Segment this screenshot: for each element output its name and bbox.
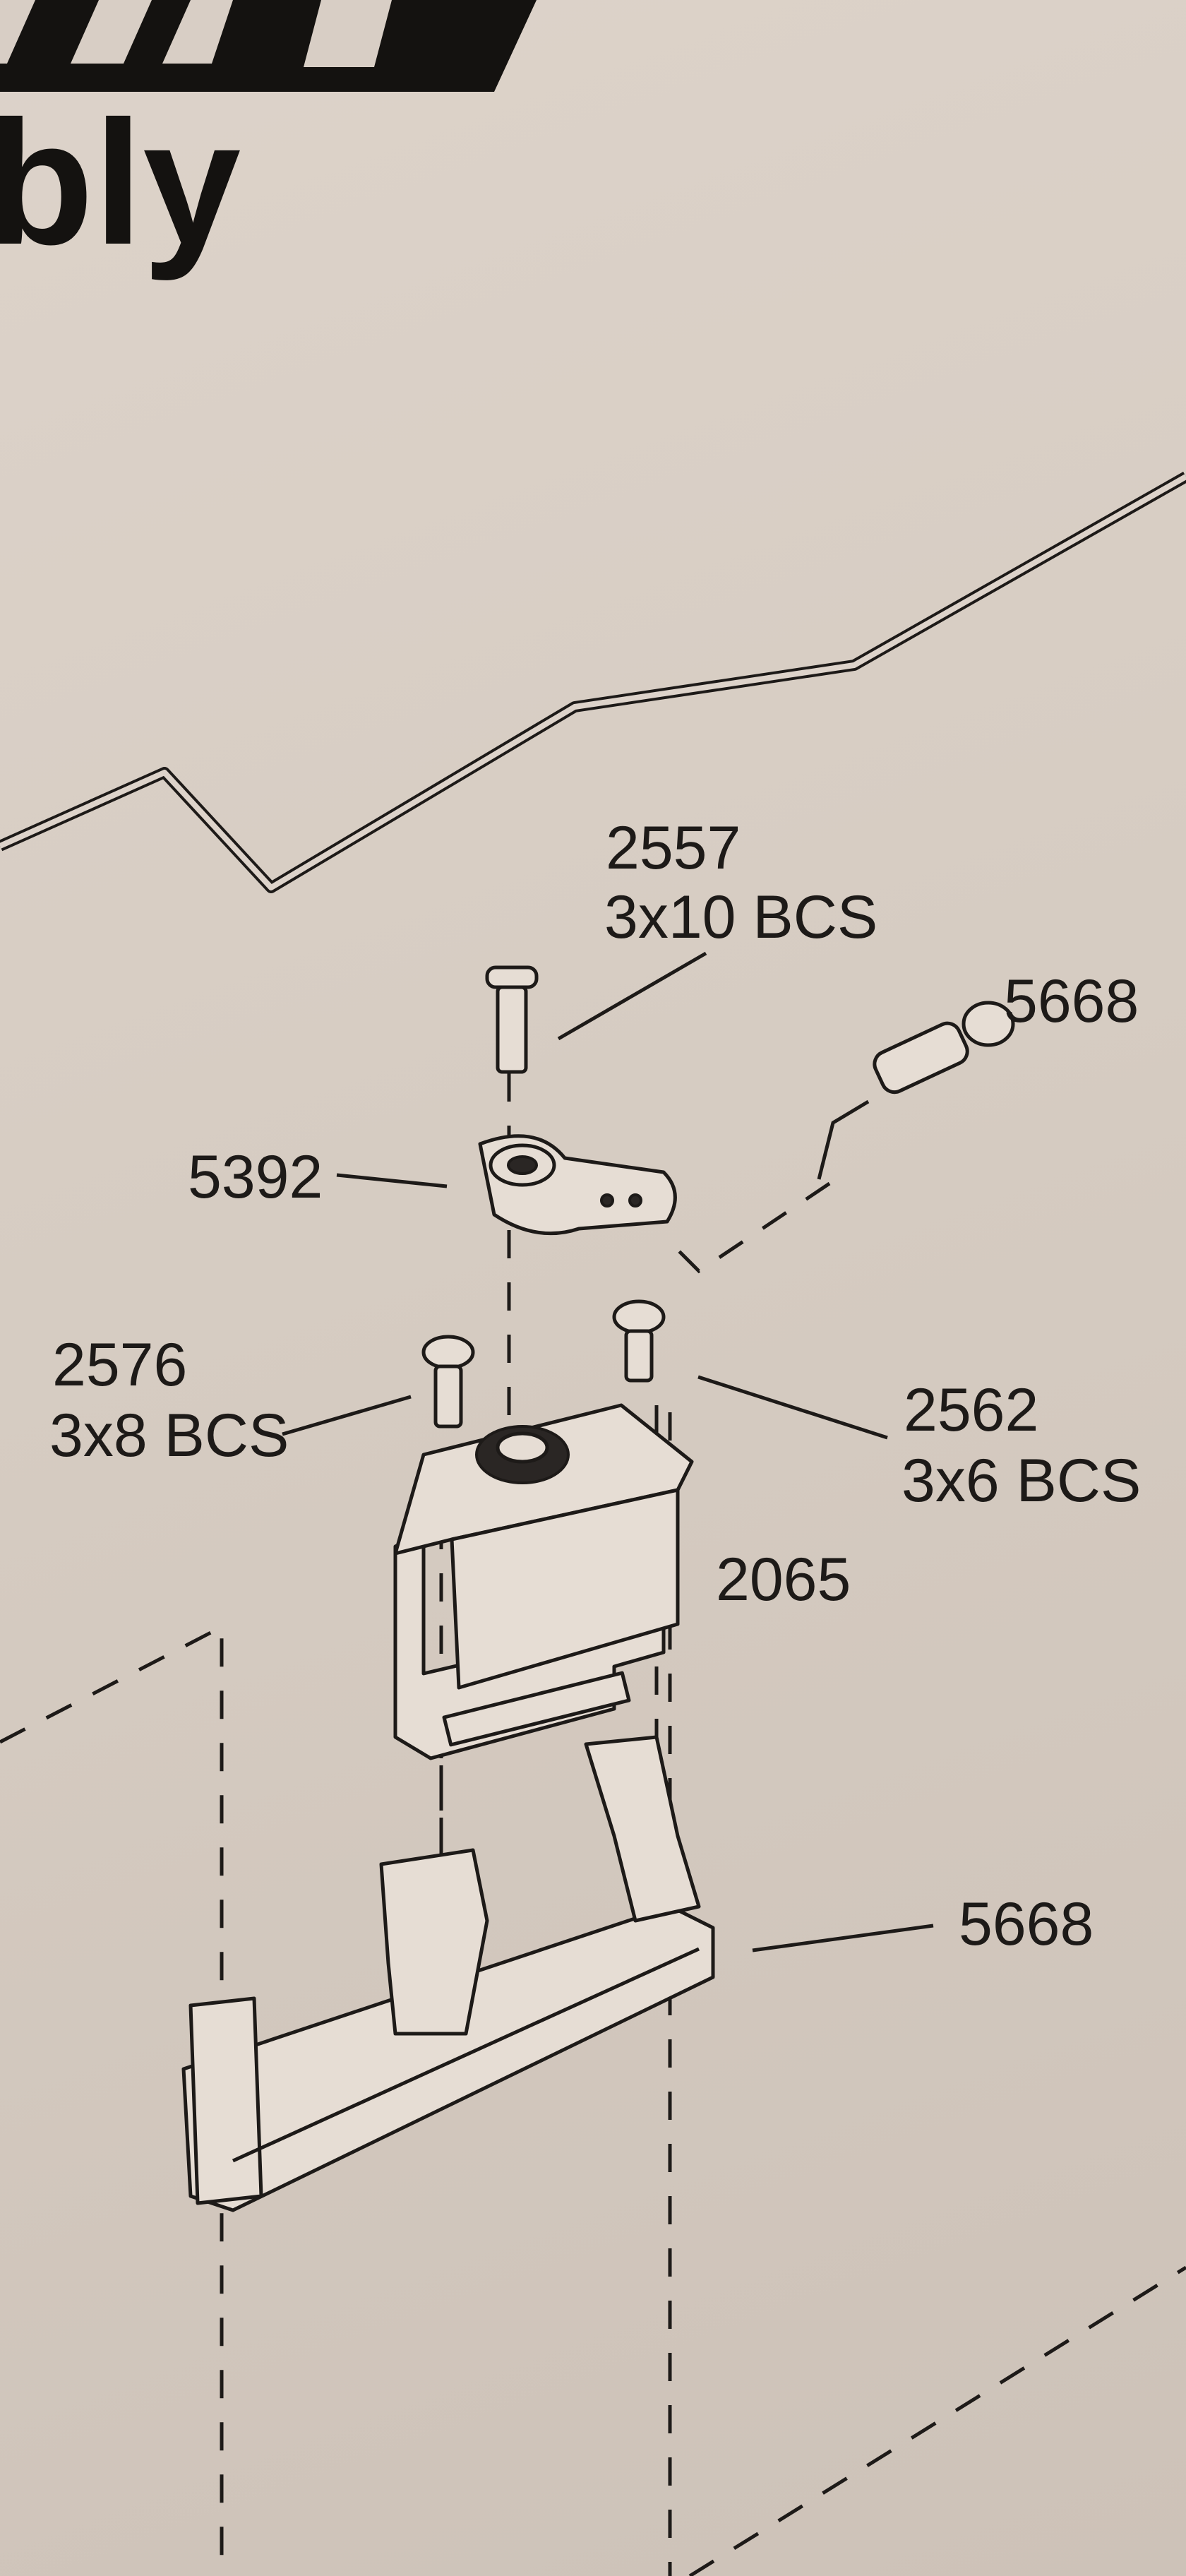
assembly-guide-lines bbox=[0, 1003, 1186, 2576]
chassis-outline bbox=[0, 472, 1186, 893]
callout-2562-spec: 3x6 BCS bbox=[902, 1447, 1141, 1515]
callout-2557-part: 2557 bbox=[606, 814, 741, 882]
callout-2065-part: 2065 bbox=[716, 1546, 851, 1614]
callout-2576-part: 2576 bbox=[52, 1331, 187, 1399]
header-logo-stripes bbox=[0, 0, 537, 92]
screw-2562-icon bbox=[612, 1299, 666, 1383]
servo-mount-5668-icon bbox=[181, 1735, 715, 2212]
screw-2576-icon bbox=[421, 1335, 475, 1429]
screw-2557-icon bbox=[485, 965, 539, 1074]
callout-2576-spec: 3x8 BCS bbox=[49, 1402, 289, 1469]
servo-2065-icon bbox=[393, 1403, 694, 1760]
callout-2562-part: 2562 bbox=[904, 1376, 1038, 1444]
leader-lines bbox=[282, 951, 934, 1952]
callout-servo-mount-part: 5668 bbox=[959, 1890, 1094, 1958]
callout-5392-part: 5392 bbox=[188, 1143, 323, 1211]
callout-link-rod-part: 5668 bbox=[1004, 967, 1139, 1035]
section-title: bly bbox=[0, 84, 241, 281]
callout-2557-spec: 3x10 BCS bbox=[604, 883, 877, 951]
link-rod-5668-icon bbox=[817, 1001, 1015, 1180]
servo-horn-5392-icon bbox=[478, 1134, 677, 1236]
